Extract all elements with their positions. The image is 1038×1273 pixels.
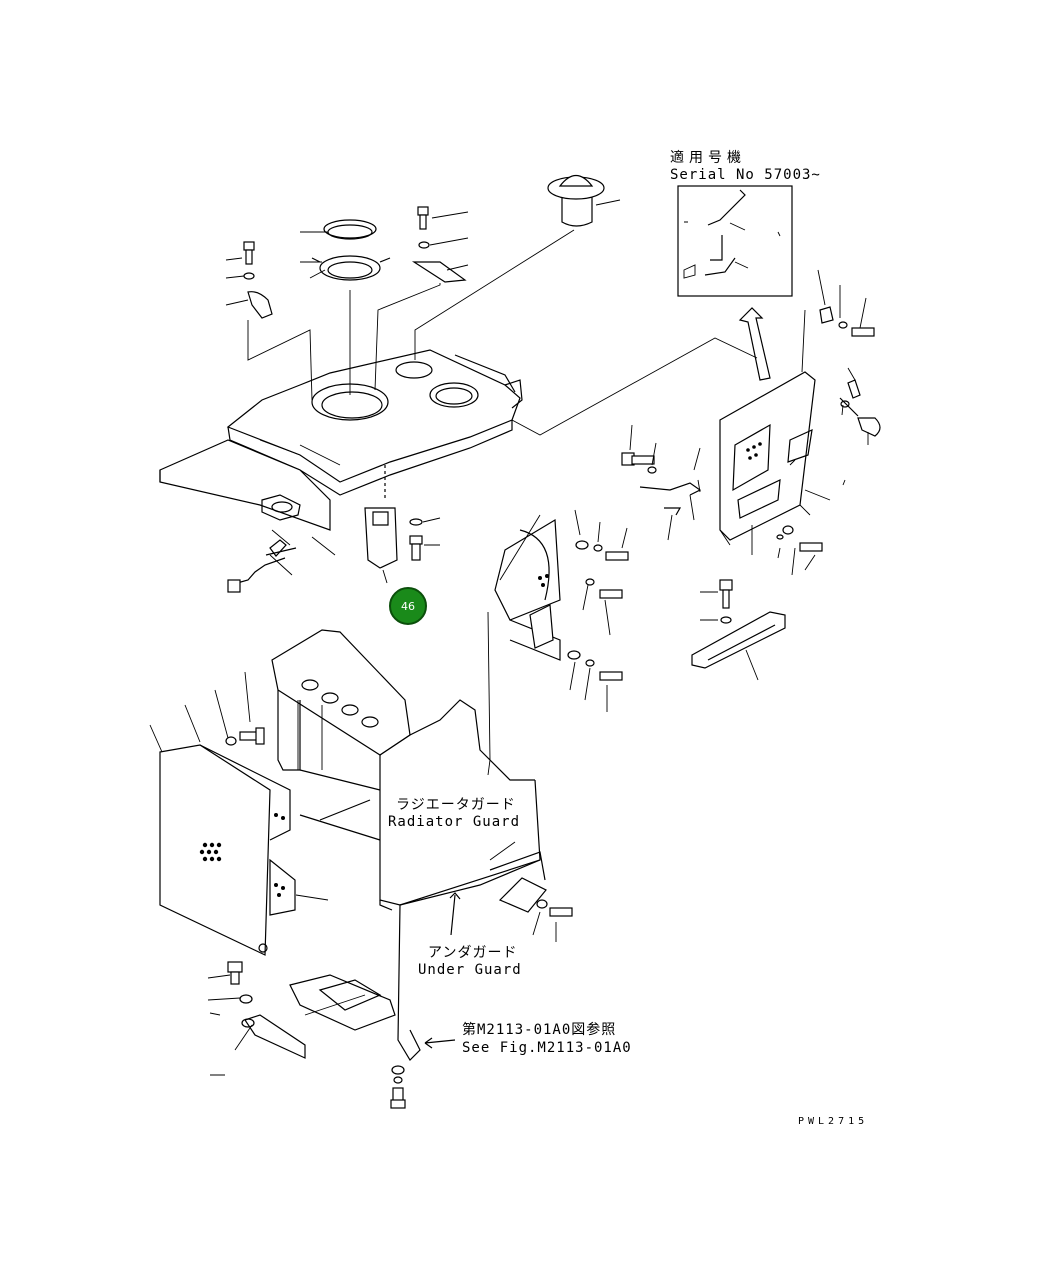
bolt-radiator-left	[225, 727, 265, 746]
hood-cover	[226, 349, 523, 496]
under-guard-plate	[489, 851, 573, 917]
serial-title: 適用号機	[670, 150, 746, 166]
see-fig-label-ja: 第M2113-01A0図参照	[462, 1022, 617, 1038]
bottom-bolt	[390, 1065, 406, 1109]
right-latch-parts	[819, 306, 881, 437]
side-bracket-right	[494, 518, 561, 661]
left-bolt-spring	[227, 539, 297, 593]
serial-inset-box	[677, 185, 793, 297]
drawing-code: PWL2715	[798, 1116, 869, 1127]
bottom-left-bracket	[227, 961, 396, 1059]
bolt-top-center	[411, 206, 467, 283]
part-callout-46[interactable]: 46	[389, 587, 427, 625]
bolts-right-stack	[567, 540, 629, 681]
under-guard-label-en: Under Guard	[418, 962, 522, 978]
radiator-guard-label-en: Radiator Guard	[388, 814, 521, 830]
radiator-guard-label-ja: ラジエータガード	[396, 797, 516, 813]
right-lower-bolts	[621, 452, 823, 552]
radiator-side-panel	[159, 744, 296, 956]
right-door-panel	[719, 371, 816, 546]
exhaust-cap	[547, 174, 605, 227]
see-fig-label-en: See Fig.M2113-01A0	[462, 1040, 632, 1056]
under-guard-label-ja: アンダガード	[428, 945, 518, 961]
hood-front-panel	[159, 439, 331, 531]
skid-plate-right	[691, 579, 786, 669]
bolt-top-left	[243, 241, 273, 319]
clamp-ring-top	[311, 219, 391, 281]
radiator-guard-frame	[271, 629, 541, 1061]
center-bracket	[364, 465, 423, 569]
serial-number: Serial No 57003~	[670, 167, 821, 183]
